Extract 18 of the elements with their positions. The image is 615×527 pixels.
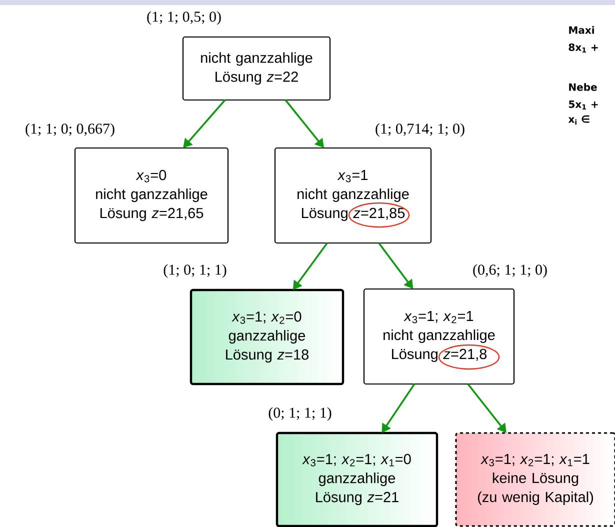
solution-box: x$_{3}$=1; x$_{2}$=0 ganzzahlige Lösung z=18 (190, 288, 344, 386)
solution-vector: (1; 1; 0; 0,667) (26, 123, 114, 137)
formulation-text: Maxi (569, 26, 594, 34)
solution-vector: (0; 1; 1; 1) (268, 407, 332, 421)
solution-vector: (1; 0; 1; 1) (164, 264, 226, 278)
formulation-text: Nebe (569, 83, 597, 91)
solution-box: x$_{3}$=1 nicht ganzzahlige Lösung z=21,85 (274, 147, 432, 244)
formulation-text: 5x$_{1}$ + (568, 100, 598, 110)
solution-vector: (1; 1; 0,5; 0) (147, 11, 221, 25)
solution-box: nicht ganzzahlige Lösung z=22 (182, 36, 331, 101)
formulation-text: x$_{i}$ ∈ (568, 115, 590, 125)
solution-vector: (1; 0,714; 1; 0) (376, 123, 464, 137)
solution-box: x$_{3}$=1; x$_{2}$=1; x$_{1}$=0 ganzzahlige Lösung z=21 (276, 432, 438, 527)
solution-vector: (0,6; 1; 1; 0) (473, 264, 547, 278)
solution-box: x$_{3}$=1; x$_{2}$=1 nicht ganzzahlige Lösung z=21,8 (363, 288, 515, 385)
formulation-text: 8x$_{1}$ + (568, 43, 598, 53)
solution-box: x$_{3}$=1; x$_{2}$=1; x$_{1}$=1 keine Lösung (zu wenig Kapital) (455, 432, 615, 527)
solution-box: x$_{3}$=0 nicht ganzzahlige Lösung z=21,65 (74, 147, 229, 244)
